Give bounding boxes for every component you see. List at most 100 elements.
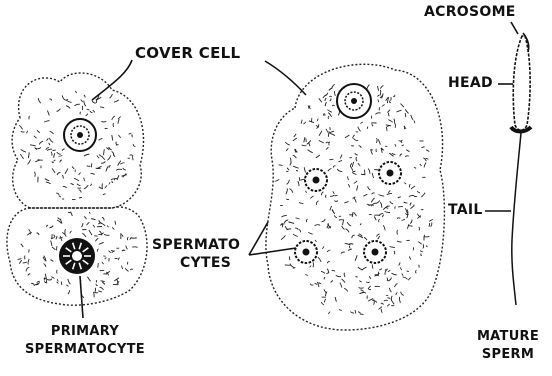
stipple-mark [421, 193, 425, 197]
stipple-mark [315, 283, 318, 284]
stipple-mark [82, 223, 83, 227]
stipple-mark [335, 91, 336, 96]
stipple-mark [397, 218, 400, 219]
stipple-mark [57, 282, 59, 284]
stipple-mark [396, 293, 398, 295]
stipple-mark [330, 206, 332, 211]
stipple-mark [361, 290, 364, 291]
stipple-mark [308, 232, 312, 234]
stipple-mark [409, 184, 410, 187]
stipple-mark [327, 110, 331, 113]
stipple-mark [65, 229, 66, 235]
stipple-mark [371, 198, 374, 203]
stipple-mark [344, 288, 348, 291]
stipple-mark [344, 202, 348, 204]
stipple-mark [410, 256, 411, 259]
stipple-mark [296, 170, 298, 171]
stipple-mark [301, 120, 302, 124]
stipple-mark [293, 234, 298, 236]
stipple-mark [357, 185, 358, 190]
stipple-mark [328, 116, 329, 119]
stipple-mark [339, 220, 344, 221]
stipple-mark [324, 299, 326, 303]
stipple-mark [417, 191, 420, 193]
stipple-mark [355, 153, 358, 155]
stipple-mark [104, 149, 105, 155]
stipple-mark [318, 257, 321, 262]
stipple-mark [376, 113, 381, 115]
stipple-mark [130, 238, 132, 240]
stipple-mark [358, 267, 363, 270]
stipple-mark [386, 127, 387, 131]
stipple-mark [59, 196, 61, 197]
stipple-mark [356, 131, 358, 132]
stipple-mark [90, 184, 91, 186]
stipple-mark [359, 281, 361, 282]
stipple-mark [327, 262, 330, 264]
stipple-mark [392, 153, 396, 154]
stipple-mark [420, 164, 422, 166]
stipple-mark [34, 172, 35, 177]
stipple-mark [391, 305, 394, 306]
stipple-mark [304, 167, 305, 172]
stipple-mark [47, 225, 48, 227]
stipple-mark [51, 152, 52, 156]
stipple-mark [325, 102, 326, 106]
stipple-mark [410, 205, 414, 209]
stipple-mark [279, 165, 283, 166]
spermatocyte-nucleolus [303, 249, 310, 256]
stipple-mark [324, 289, 326, 293]
stipple-mark [75, 91, 76, 93]
stipple-mark [71, 184, 74, 185]
stipple-mark [339, 310, 342, 311]
stipple-mark [296, 218, 300, 219]
stipple-mark [84, 101, 86, 106]
stipple-mark [394, 251, 395, 254]
stipple-mark [97, 249, 98, 252]
stipple-mark [354, 138, 359, 140]
stipple-mark [391, 296, 392, 301]
stipple-mark [286, 188, 287, 194]
stipple-mark [368, 286, 371, 289]
label-primary-spermatocyte: PRIMARY SPERMATOCYTE [10, 323, 160, 359]
stipple-mark [110, 94, 113, 98]
stipple-mark [286, 199, 289, 200]
stipple-mark [368, 186, 371, 190]
stipple-mark [94, 292, 98, 293]
stipple-mark [392, 273, 397, 275]
stipple-mark [381, 309, 382, 313]
leader-lines [80, 22, 518, 318]
stipple-mark [46, 182, 51, 184]
stipple-mark [295, 228, 298, 230]
stipple-mark [31, 283, 34, 286]
stipple-mark [347, 222, 351, 226]
label-spermatocytes-line1: SPERMATO [152, 236, 240, 254]
stipple-mark [96, 284, 98, 286]
label-acrosome: ACROSOME [424, 4, 516, 20]
stipple-mark [54, 153, 55, 158]
stipple-mark [407, 224, 409, 229]
stipple-mark [38, 98, 41, 103]
stipple-mark [57, 279, 58, 281]
stipple-mark [82, 233, 86, 237]
spermatocyte-nucleolus [387, 170, 394, 177]
stipple-mark [380, 202, 382, 208]
stipple-mark [316, 155, 320, 158]
stipple-mark [426, 158, 429, 159]
stipple-mark [28, 152, 29, 158]
stipple-mark [28, 259, 29, 265]
stipple-mark [353, 135, 355, 139]
stipple-mark [97, 155, 99, 158]
stipple-mark [352, 173, 356, 175]
stipple-mark [66, 106, 70, 109]
stipple-mark [342, 226, 345, 230]
stipple-mark [385, 270, 387, 275]
stipple-mark [103, 256, 105, 257]
stipple-mark [35, 148, 41, 149]
stipple-mark [398, 197, 401, 198]
stipple-mark [378, 236, 380, 239]
stipple-mark [100, 270, 105, 271]
stipple-mark [335, 297, 336, 302]
stipple-mark [426, 246, 428, 247]
